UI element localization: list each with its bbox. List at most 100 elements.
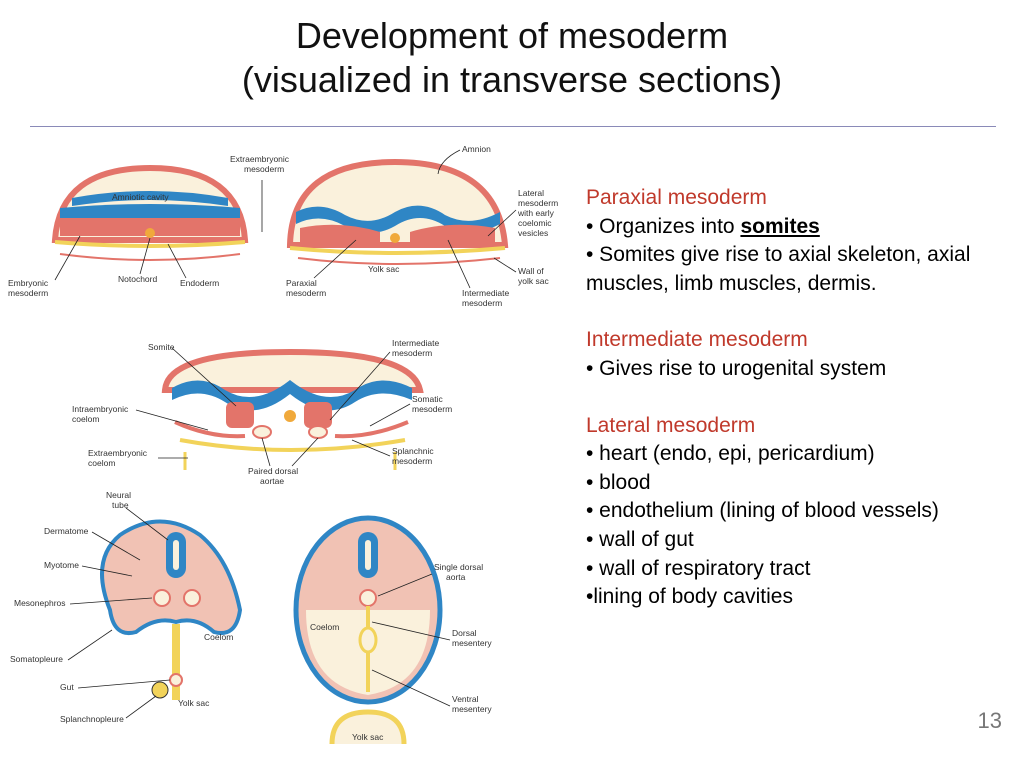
panel-b-yolk: [297, 257, 501, 265]
lead-ventral-mesentery: [371, 669, 451, 707]
lead-splanchnopleure: [125, 695, 157, 719]
paraxial-bullet-2: • Somites give rise to axial skeleton, a…: [586, 243, 971, 295]
panel-e: Single dorsal aorta Coelom Dorsal mesent…: [293, 515, 492, 745]
lateral-item: • heart (endo, epi, pericardium): [586, 442, 875, 466]
title-line-1: Development of mesoderm: [295, 15, 729, 56]
title-line-2: (visualized in transverse sections): [241, 59, 783, 100]
label-wall-yolk-sac-1: Wall of: [518, 266, 544, 276]
lead-neural-tube: [125, 507, 169, 541]
label-endoderm: Endoderm: [180, 278, 219, 288]
label-lateral-mesoderm-2: mesoderm: [518, 198, 558, 208]
lead-embryonic-mesoderm: [54, 235, 81, 281]
panel-d-neural-canal: [173, 540, 179, 570]
panel-d-gut: [169, 673, 183, 687]
panel-c-notochord-shape: [284, 410, 296, 422]
title-divider: [30, 126, 996, 127]
somites-emphasis: somites: [740, 214, 820, 238]
label-dorsal-mesentery-2: mesentery: [452, 638, 492, 648]
lead-amnion: [437, 149, 461, 175]
lateral-item: • endothelium (lining of blood vessels): [586, 499, 939, 523]
paraxial-bullet-1-text: • Organizes into: [586, 214, 741, 238]
label-single-dorsal-aorta-2: aorta: [446, 572, 466, 582]
spacer-1: [586, 298, 1006, 326]
label-myotome: Myotome: [44, 560, 79, 570]
panel-c-aorta-left: [252, 425, 272, 439]
panel-c-somite-left: [226, 402, 254, 428]
panel-a-yolk: [59, 253, 241, 261]
label-ventral-mesentery-2: mesentery: [452, 704, 492, 714]
panel-b: Amnion Lateral mesoderm with early coelo…: [286, 144, 558, 308]
lead-dorsal-mesentery: [371, 621, 451, 641]
label-amnion: Amnion: [462, 144, 491, 154]
label-coelom-left: Coelom: [204, 632, 233, 642]
mesoderm-cross-section-figure: Amniotic cavity Extraembryonic mesoderm …: [0, 140, 580, 745]
label-extraembryonic-coelom-2: coelom: [88, 458, 115, 468]
panel-a-notochord-shape: [145, 228, 155, 238]
label-amniotic-cavity: Amniotic cavity: [112, 192, 169, 202]
label-paired-dorsal-aortae-2: aortae: [260, 476, 284, 486]
label-paraxial-mesoderm-2: mesoderm: [286, 288, 326, 298]
label-intermediate-mesoderm-right-2: mesoderm: [462, 298, 502, 308]
text-panel: Paraxial mesoderm • Organizes into somit…: [586, 184, 1006, 612]
label-yolk-sac-top: Yolk sac: [368, 264, 400, 274]
label-coelom-right: Coelom: [310, 622, 339, 632]
label-paired-dorsal-aortae-1: Paired dorsal: [248, 466, 298, 476]
label-somatopleure: Somatopleure: [10, 654, 63, 664]
panel-c-endoderm: [179, 438, 406, 452]
label-somatic-mesoderm-1: Somatic: [412, 394, 443, 404]
panel-d: Neural tube Dermatome Myotome Mesonephro…: [10, 490, 243, 724]
panel-e-gut: [358, 626, 378, 654]
lead-notochord: [139, 237, 151, 275]
paraxial-bullet-1: • Organizes into somites: [586, 213, 1006, 242]
label-neural-tube-1: Neural: [106, 490, 131, 500]
label-embryonic-mesoderm-1: Embryonic: [8, 278, 49, 288]
label-mesonephros: Mesonephros: [14, 598, 66, 608]
panel-c-ectoderm: [172, 380, 412, 411]
intermediate-bullet-1: • Gives rise to urogenital system: [586, 356, 887, 380]
lead-paraxial-mesoderm: [313, 239, 357, 279]
panel-b-notochord-shape: [390, 233, 400, 243]
label-lateral-mesoderm-1: Lateral: [518, 188, 544, 198]
panel-e-yolk-sac-shape: [329, 709, 407, 745]
lead-wall-yolk-sac: [493, 257, 517, 273]
panel-a-endoderm: [54, 240, 246, 248]
lead-somatic-mesoderm: [369, 403, 411, 427]
label-embryonic-mesoderm-2: mesoderm: [8, 288, 48, 298]
lateral-item: • wall of gut: [586, 527, 694, 551]
label-lateral-mesoderm-3: with early: [517, 208, 555, 218]
spacer-2: [586, 384, 1006, 412]
label-intermediate-mesoderm-right-1: Intermediate: [462, 288, 510, 298]
lead-intermediate-mesoderm-right: [447, 239, 471, 289]
lead-myotome: [81, 565, 133, 577]
label-lateral-mesoderm-5: vesicles: [518, 228, 548, 238]
panel-a-ectoderm-band: [60, 204, 240, 218]
lead-somatopleure: [67, 629, 113, 661]
label-extraembryonic-coelom-1: Extraembryonic: [88, 448, 148, 458]
lead-somite: [171, 347, 237, 407]
label-single-dorsal-aorta-1: Single dorsal: [434, 562, 483, 572]
label-neural-tube-2: tube: [112, 500, 129, 510]
label-yolk-sac-small: Yolk sac: [352, 732, 384, 742]
label-splanchnopleure: Splanchnopleure: [60, 714, 124, 724]
label-dorsal-mesentery-1: Dorsal: [452, 628, 477, 638]
panel-a-ectoderm: [72, 191, 228, 206]
label-lateral-mesoderm-4: coelomic: [518, 218, 552, 228]
intermediate-heading: Intermediate mesoderm: [586, 328, 808, 352]
lead-lateral-mesoderm: [487, 209, 517, 237]
figure-svg: Amniotic cavity Extraembryonic mesoderm …: [8, 144, 558, 745]
slide-title: Development of mesoderm (visualized in t…: [0, 14, 1024, 102]
panel-a: Amniotic cavity Extraembryonic mesoderm …: [8, 154, 290, 298]
lateral-item: • blood: [586, 470, 651, 494]
label-dermatome: Dermatome: [44, 526, 89, 536]
slide-number: 13: [977, 708, 1002, 733]
label-intraembryonic-coelom-2: coelom: [72, 414, 99, 424]
panel-c: Somite Intermediate mesoderm Intraembryo…: [72, 338, 452, 486]
lead-splanchnic-mesoderm: [351, 439, 391, 457]
lead-gut: [77, 679, 171, 689]
panel-c-yolk-wall: [183, 452, 397, 470]
label-intraembryonic-coelom-1: Intraembryonic: [72, 404, 129, 414]
lateral-heading: Lateral mesoderm: [586, 413, 756, 437]
label-wall-yolk-sac-2: yolk sac: [518, 276, 549, 286]
panel-a-mesoderm: [60, 218, 240, 236]
label-gut: Gut: [60, 682, 74, 692]
